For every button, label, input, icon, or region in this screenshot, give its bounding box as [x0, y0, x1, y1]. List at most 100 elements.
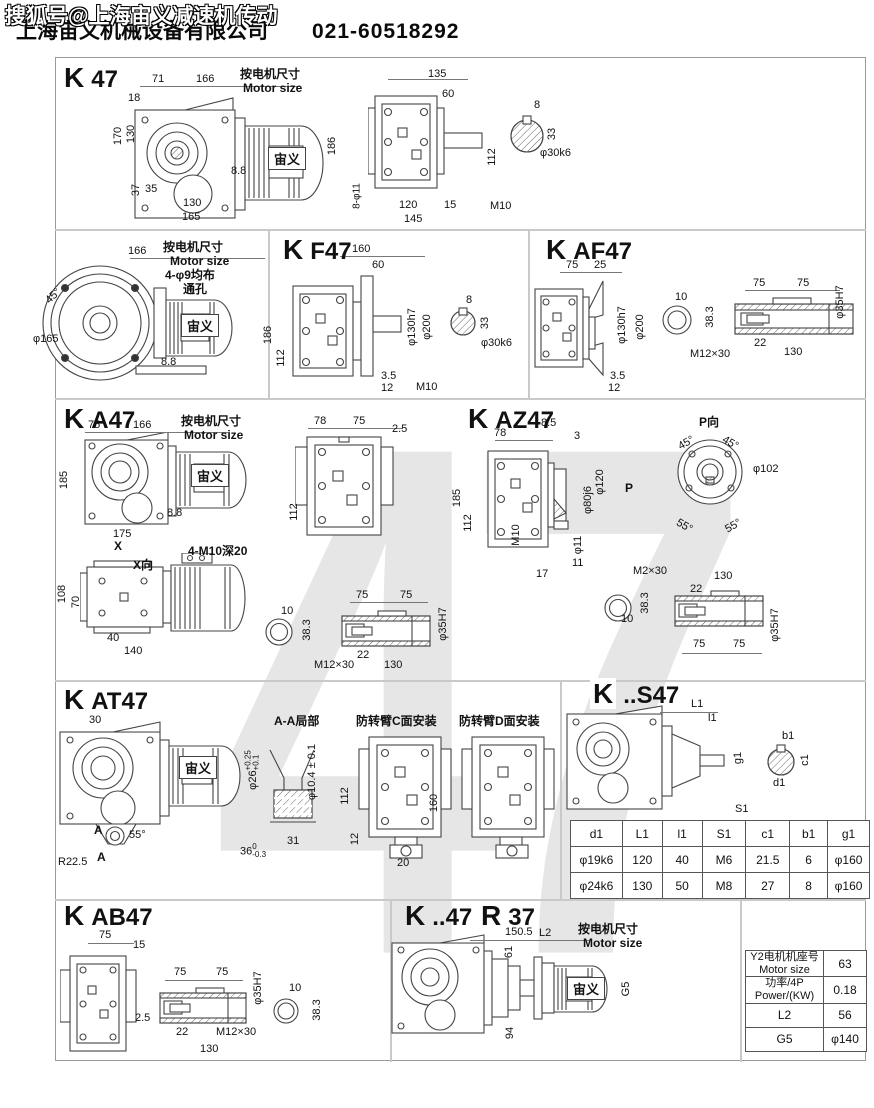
dim-line: [140, 86, 300, 87]
section-title: K..47: [405, 900, 473, 931]
phone-number: 021-60518292: [312, 20, 460, 43]
p-view-drawing: [677, 439, 743, 505]
torque-arm-d-drawing: [461, 736, 555, 859]
dim-label: 120: [399, 199, 418, 211]
spec-value: 56: [823, 1002, 867, 1028]
motor-brand-label: 宙义: [567, 977, 606, 1000]
spec-label: L2: [745, 1002, 824, 1028]
k47-shaft-section-drawing: [510, 115, 544, 153]
cell: φ160: [827, 872, 870, 899]
dim-label: 165: [182, 211, 201, 223]
dim-label: 75: [693, 638, 706, 650]
col-header: L1: [621, 820, 663, 847]
dim-label: 38.3: [310, 999, 323, 1021]
spec-label-en: Motor size: [759, 963, 810, 976]
dim-line: [388, 79, 468, 80]
dim-line: [130, 258, 265, 259]
dim-label: φ102: [753, 463, 779, 475]
dim-label: 150.5: [505, 926, 533, 938]
dim-label: l1: [708, 712, 717, 724]
dim-label: 140: [124, 645, 143, 657]
dim-label: 22: [176, 1026, 189, 1038]
dim-label: φ11: [571, 535, 584, 555]
dim-label: 130: [714, 570, 733, 582]
table-row: G5 φ140: [745, 1026, 867, 1052]
section-divider: [560, 680, 562, 899]
view-arrow-label: P: [625, 481, 634, 495]
dim-label: 30: [89, 714, 102, 726]
thread-label: M2×30: [633, 565, 667, 577]
dim-label: 135: [428, 68, 447, 80]
dim-line: [745, 290, 840, 291]
hollow-shaft-drawing: [341, 610, 431, 647]
spec-label: G5: [745, 1026, 824, 1052]
dim-label: 11: [572, 557, 584, 569]
sohu-watermark: 搜狐号@上海宙义减速机传动: [5, 5, 278, 28]
dim-label: 3.5: [610, 370, 626, 382]
angle-label: 55°: [129, 829, 146, 841]
radius-label: R22.5: [58, 856, 88, 868]
dim-label: 166: [133, 419, 152, 431]
dim-label: φ35H7: [833, 285, 846, 319]
dim-label: 185: [450, 488, 463, 508]
dim-label: 108: [55, 584, 68, 604]
dim-label: 75: [356, 589, 369, 601]
cell: 6: [789, 846, 829, 873]
dim-label: 35: [145, 183, 158, 195]
dim-label: φ35H7: [251, 971, 264, 1005]
dim-label: 75: [753, 277, 766, 289]
dim-label: 60: [442, 88, 455, 100]
k47-front-view-drawing: [368, 95, 483, 189]
dim-line: [85, 432, 230, 433]
col-header: S1: [701, 820, 747, 847]
thread-label: M12×30: [216, 1026, 257, 1038]
cell: φ19k6: [570, 846, 623, 873]
thread-label: M12×30: [690, 348, 731, 360]
dim-label: L2: [539, 927, 552, 939]
dim-label: φ30k6: [481, 337, 512, 349]
dim-line: [495, 440, 553, 441]
table-row: L2 56: [745, 1002, 867, 1028]
dim-label: 8.8: [231, 165, 247, 177]
motor-brand-label: 宙义: [181, 314, 220, 337]
dim-label: 17: [536, 568, 549, 580]
company-name: 上海宙义机械设备有限公司: [16, 20, 268, 43]
dim-label: 75: [566, 259, 579, 271]
motor-size-label-en: Motor size: [243, 81, 303, 95]
dim-label: φ200: [633, 314, 646, 340]
dim-label: 78: [314, 415, 327, 427]
motor-brand-label: 宙义: [179, 756, 218, 779]
dim-line: [682, 653, 762, 654]
dim-label: 3: [574, 430, 581, 442]
dim-label: φ35H7: [768, 608, 781, 642]
dim-label: 70: [69, 595, 82, 609]
dim-value: φ26: [246, 770, 259, 790]
dim-label: 8.8: [161, 356, 177, 368]
col-header: c1: [745, 820, 791, 847]
holes-note-2: 通孔: [183, 282, 208, 296]
dim-label: 130: [183, 197, 202, 209]
hollow-shaft-drawing: [674, 590, 764, 627]
dim-line: [660, 712, 718, 713]
thread-label: M10: [490, 200, 512, 212]
cell: 40: [661, 846, 703, 873]
aa-detail-drawing: [269, 749, 316, 823]
motor-size-label-cn: 按电机尺寸: [181, 414, 242, 428]
dim-value: 36: [240, 845, 253, 858]
dim-label: G5: [619, 981, 632, 997]
dim-label: 12: [381, 382, 394, 394]
dim-label: 10: [675, 291, 688, 303]
view-title: A-A局部: [274, 714, 320, 728]
dim-label: 75: [88, 419, 101, 431]
cell: φ160: [827, 846, 870, 873]
spec-label-cn: Y2电机机座号: [750, 951, 819, 963]
hollow-shaft-section-drawing: [265, 618, 293, 646]
dim-label: φ26+0.25+0.1: [244, 750, 262, 790]
